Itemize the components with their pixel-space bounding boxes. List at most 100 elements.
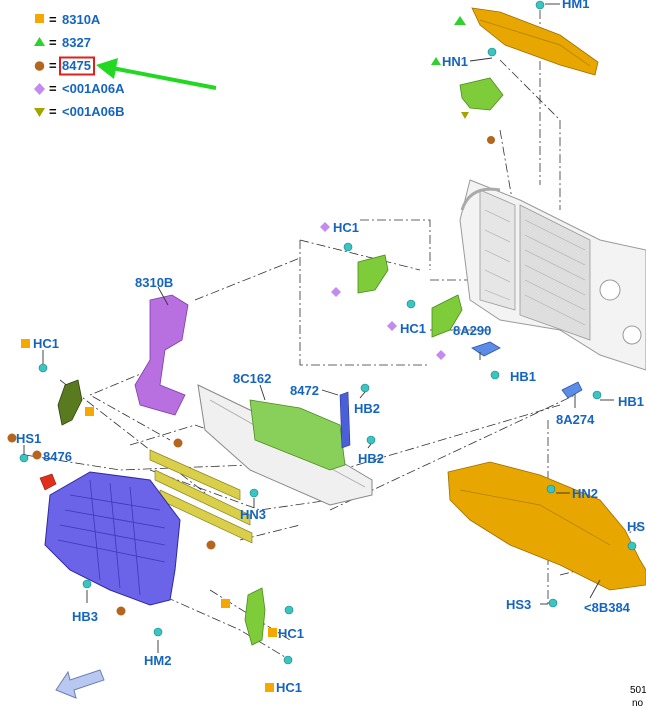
fastener-icon bbox=[249, 488, 259, 498]
legend-code[interactable]: <001A06A bbox=[62, 81, 125, 96]
strip bbox=[154, 469, 251, 526]
footer-ref-2: no bbox=[632, 698, 644, 706]
upper-shield bbox=[471, 7, 599, 76]
part-label-8476[interactable]: 8476 bbox=[43, 449, 72, 464]
diamond-marker-icon bbox=[436, 350, 446, 360]
lower-shield bbox=[447, 461, 646, 591]
part-label-hs[interactable]: HS bbox=[627, 519, 645, 534]
leader-lines bbox=[23, 3, 614, 653]
circle-marker-icon bbox=[7, 433, 17, 443]
part-label-hs1[interactable]: HS1 bbox=[16, 431, 41, 446]
part-label-8472[interactable]: 8472 bbox=[290, 383, 319, 398]
square-marker-icon bbox=[221, 599, 230, 608]
legend-row-circle: = 8475 bbox=[34, 56, 95, 76]
strip bbox=[149, 449, 241, 501]
assembly-lines bbox=[24, 10, 641, 661]
fastener-icon bbox=[153, 627, 163, 637]
square-marker-icon bbox=[85, 407, 94, 416]
circle-symbol-icon bbox=[34, 61, 45, 71]
legend-code[interactable]: 8310A bbox=[62, 12, 101, 27]
square-marker-icon bbox=[265, 683, 274, 692]
fastener-icon bbox=[592, 390, 602, 400]
air-duct bbox=[44, 471, 181, 606]
diamond-symbol-icon bbox=[34, 83, 45, 95]
triangle-down-symbol-icon bbox=[34, 108, 45, 117]
triangle-down-marker-icon bbox=[461, 112, 469, 119]
legend-row-triangle-down: = <001A06B bbox=[34, 104, 125, 119]
triangle-symbol-icon bbox=[34, 37, 45, 46]
part-label-hb1[interactable]: HB1 bbox=[618, 394, 644, 409]
square-symbol-icon bbox=[35, 14, 44, 23]
8a290-bracket bbox=[471, 341, 501, 357]
part-label-hc1[interactable]: HC1 bbox=[33, 336, 59, 351]
legend-row-triangle: = 8327 bbox=[34, 35, 91, 50]
part-label-hb3[interactable]: HB3 bbox=[72, 609, 98, 624]
diamond-marker-icon bbox=[387, 321, 397, 331]
fastener-icon bbox=[38, 363, 48, 373]
part-label-hb2[interactable]: HB2 bbox=[354, 401, 380, 416]
part-label-hs3[interactable]: HS3 bbox=[506, 597, 531, 612]
diamond-marker-icon bbox=[331, 287, 341, 297]
yellow-strips bbox=[149, 449, 253, 544]
part-label-8b384[interactable]: <8B384 bbox=[584, 600, 631, 615]
triangle-marker-icon bbox=[431, 57, 441, 65]
part-label-hn2[interactable]: HN2 bbox=[572, 486, 598, 501]
hn1-bracket bbox=[459, 77, 504, 111]
footer-ref-1: 501 bbox=[630, 685, 646, 696]
legend-equals: = bbox=[49, 104, 57, 119]
triangle-marker-icon bbox=[454, 16, 466, 25]
fastener-icon bbox=[360, 383, 370, 393]
part-label-hc1[interactable]: HC1 bbox=[278, 626, 304, 641]
8310b-bracket bbox=[134, 294, 189, 416]
fastener-icon bbox=[546, 484, 556, 494]
part-label-hb2[interactable]: HB2 bbox=[358, 451, 384, 466]
fastener-icon bbox=[82, 579, 92, 589]
diagram-markers bbox=[7, 16, 466, 692]
fastener-icon bbox=[535, 0, 545, 10]
part-label-hc1[interactable]: HC1 bbox=[276, 680, 302, 695]
part-label-hm2[interactable]: HM2 bbox=[144, 653, 171, 668]
fastener-icon bbox=[406, 299, 416, 309]
fastener-icon bbox=[284, 605, 294, 615]
fastener-icon bbox=[19, 453, 29, 463]
8472-strip bbox=[339, 391, 351, 449]
part-labels: HM1 HN1 HC1 HC1 8A290 HB1 8310B HC1 8C16… bbox=[16, 0, 645, 695]
legend-code-highlighted[interactable]: 8475 bbox=[62, 58, 91, 73]
legend-code[interactable]: <001A06B bbox=[62, 104, 125, 119]
part-label-hc1[interactable]: HC1 bbox=[400, 321, 426, 336]
part-label-hm1[interactable]: HM1 bbox=[562, 0, 589, 11]
lower-bracket bbox=[244, 587, 266, 646]
pointer-arrow-shaft bbox=[111, 66, 217, 90]
fastener-icon bbox=[366, 435, 376, 445]
legend-equals: = bbox=[49, 12, 57, 27]
part-label-hc1[interactable]: HC1 bbox=[333, 220, 359, 235]
part-label-hn3[interactable]: HN3 bbox=[240, 507, 266, 522]
circle-marker-icon bbox=[487, 136, 495, 144]
legend-equals: = bbox=[49, 35, 57, 50]
left-bracket bbox=[57, 379, 83, 426]
part-label-8c162[interactable]: 8C162 bbox=[233, 371, 271, 386]
green-bracket bbox=[431, 294, 463, 338]
circle-marker-icon bbox=[173, 438, 183, 448]
part-label-8a290[interactable]: 8A290 bbox=[453, 323, 491, 338]
fastener-icon bbox=[548, 598, 558, 608]
circle-marker-icon bbox=[206, 540, 216, 550]
fasteners bbox=[19, 0, 637, 665]
fastener-icon bbox=[283, 655, 293, 665]
8c162-deflector bbox=[249, 399, 346, 471]
highlight-box bbox=[59, 56, 95, 76]
fastener-icon bbox=[343, 242, 353, 252]
diamond-marker-icon bbox=[320, 222, 330, 232]
8476-clip bbox=[39, 473, 57, 491]
circle-marker-icon bbox=[32, 450, 42, 460]
part-label-8310b[interactable]: 8310B bbox=[135, 275, 173, 290]
pointer-arrow-icon bbox=[96, 58, 217, 90]
8a274-bracket bbox=[561, 381, 583, 399]
part-label-8a274[interactable]: 8A274 bbox=[556, 412, 595, 427]
part-label-hn1[interactable]: HN1 bbox=[442, 54, 468, 69]
part-label-hb1[interactable]: HB1 bbox=[510, 369, 536, 384]
fastener-icon bbox=[627, 541, 637, 551]
legend-code[interactable]: 8327 bbox=[62, 35, 91, 50]
